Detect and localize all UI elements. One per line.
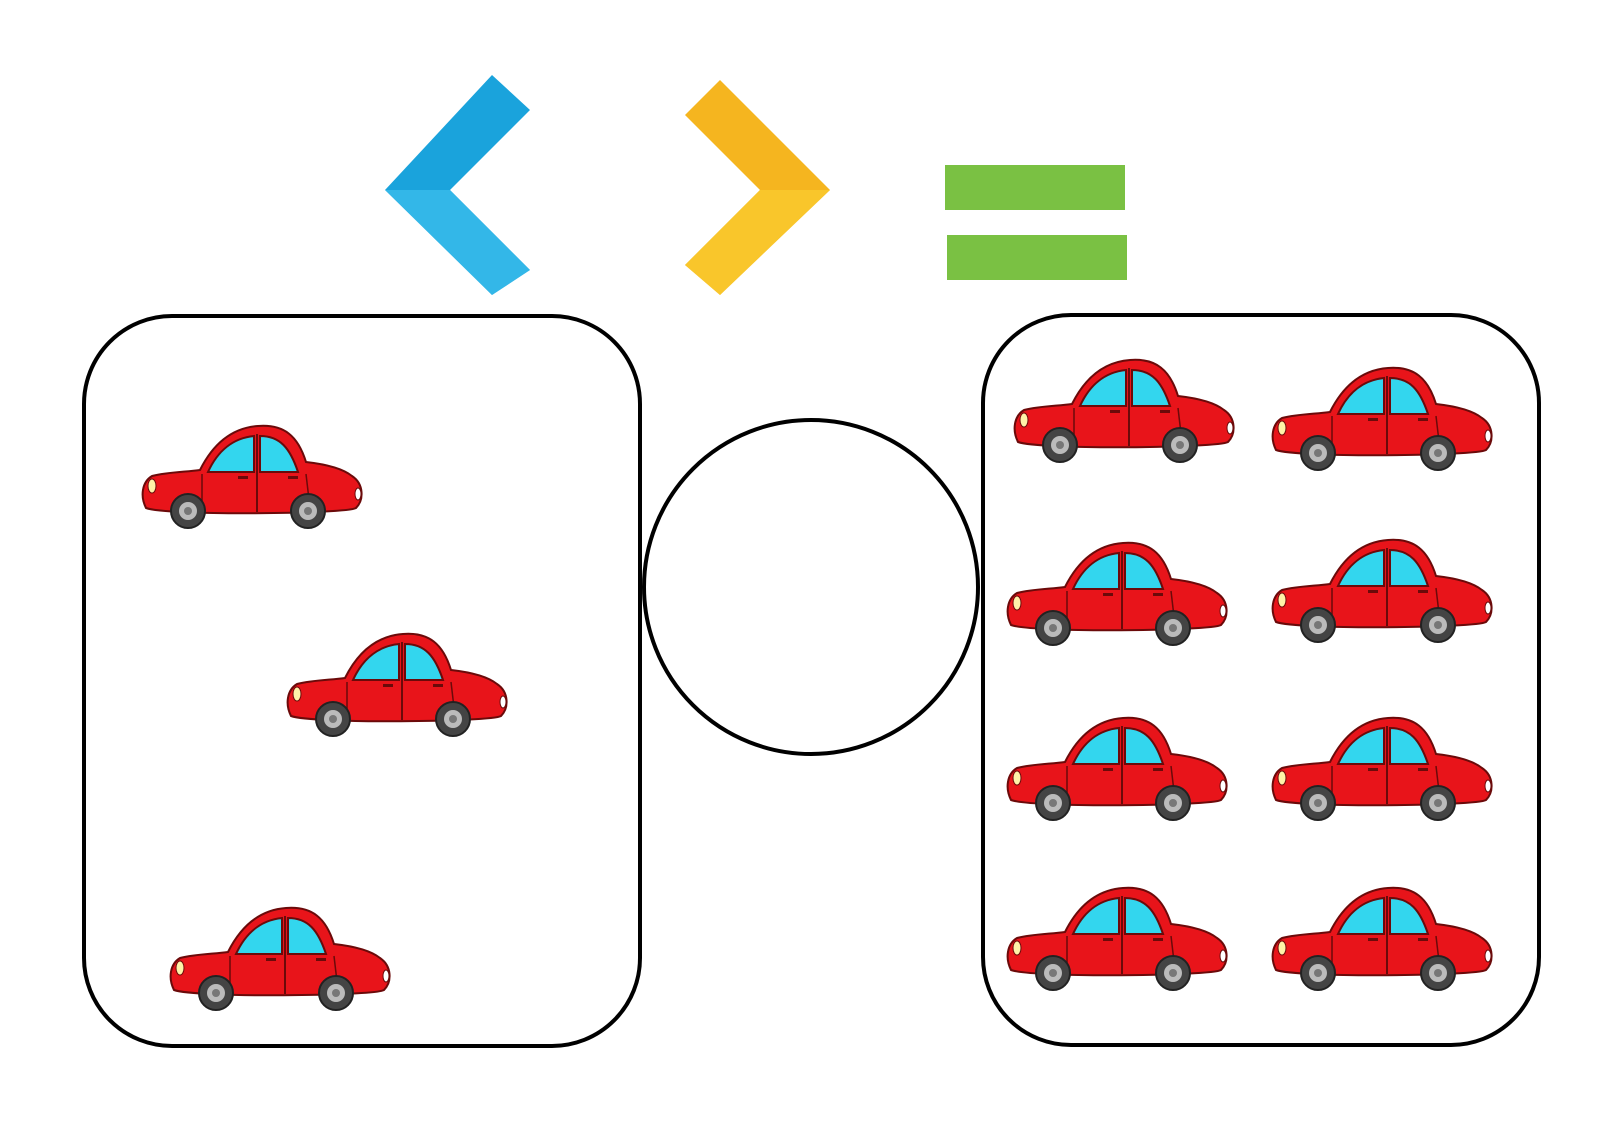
red-car-icon bbox=[1268, 530, 1496, 648]
red-car-icon bbox=[1268, 708, 1496, 826]
red-car-icon bbox=[1268, 878, 1496, 996]
less-than-icon[interactable] bbox=[380, 70, 540, 300]
red-car-icon bbox=[1268, 358, 1496, 476]
answer-drop-circle[interactable] bbox=[642, 418, 980, 756]
red-car-icon bbox=[166, 898, 394, 1016]
greater-than-icon[interactable] bbox=[680, 75, 840, 305]
red-car-icon bbox=[1003, 708, 1231, 826]
red-car-icon bbox=[138, 416, 366, 534]
red-car-icon bbox=[1003, 878, 1231, 996]
red-car-icon bbox=[1003, 533, 1231, 651]
red-car-icon bbox=[283, 624, 511, 742]
equals-icon[interactable] bbox=[940, 160, 1130, 285]
red-car-icon bbox=[1010, 350, 1238, 468]
